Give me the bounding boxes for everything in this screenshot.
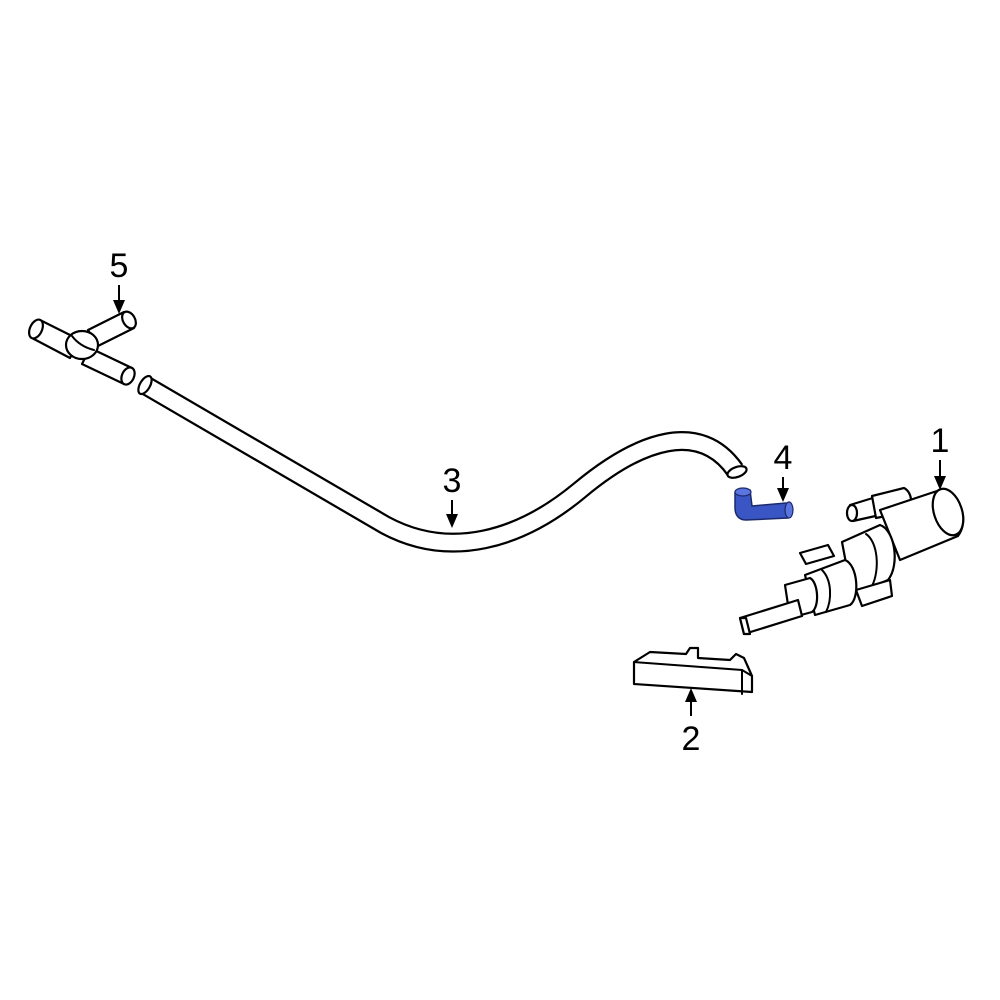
callout-4: 4 <box>774 439 793 502</box>
callout-number-2: 2 <box>682 720 701 758</box>
callout-2: 2 <box>682 688 701 758</box>
part-3-hose[interactable] <box>136 374 748 553</box>
callout-1: 1 <box>931 422 950 490</box>
callout-5: 5 <box>110 247 129 314</box>
part-2-clip[interactable] <box>632 646 754 695</box>
callout-number-1: 1 <box>931 422 950 460</box>
callout-number-5: 5 <box>110 247 129 285</box>
part-5-t-connector[interactable] <box>26 309 138 386</box>
part-1-washer-nozzle[interactable] <box>738 485 969 636</box>
part-4-elbow-hose[interactable] <box>734 487 794 521</box>
callout-3: 3 <box>443 462 462 528</box>
callout-number-3: 3 <box>443 462 462 500</box>
callout-number-4: 4 <box>774 439 793 477</box>
